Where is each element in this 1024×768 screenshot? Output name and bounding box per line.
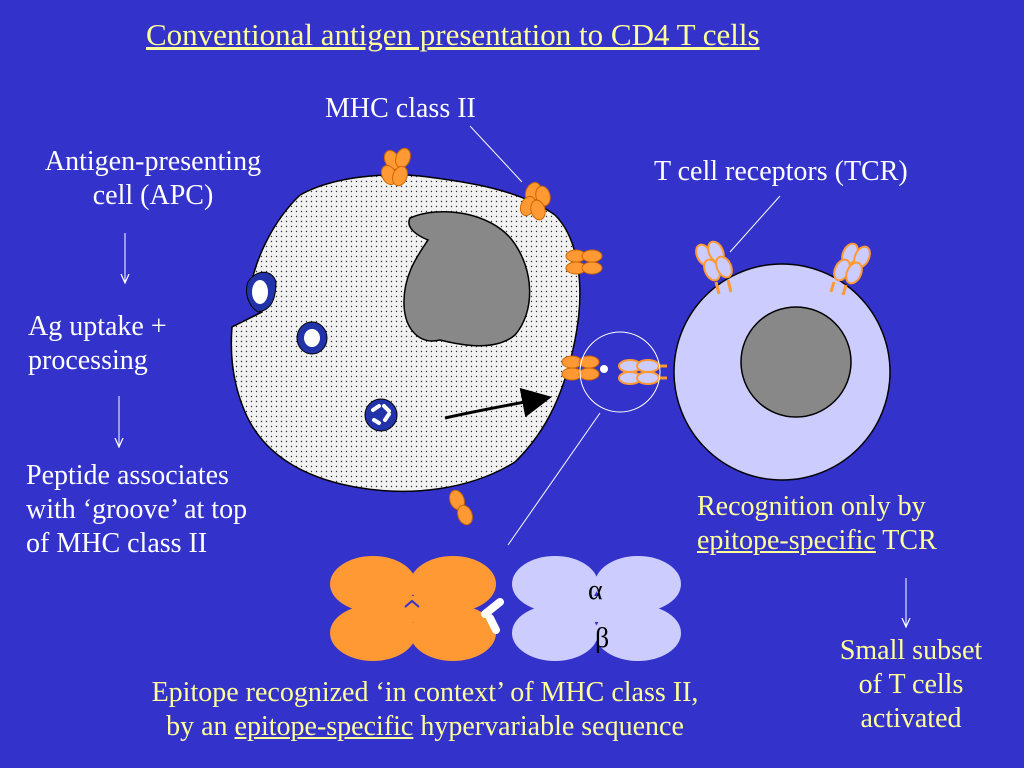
bottom-caption-line: Epitope recognized ‘in context’ of MHC c… <box>151 677 699 708</box>
peptide-fragments <box>371 404 391 425</box>
tcr-molecule <box>833 242 871 285</box>
tcr-stalk <box>659 364 667 380</box>
mhc-class-ii-label: MHC class II <box>325 93 476 124</box>
mhc-molecule <box>449 489 473 526</box>
apc-label-line: cell (APC) <box>92 180 214 211</box>
tcr-stalk <box>829 281 848 296</box>
mhc-molecule-with-peptide <box>561 355 600 381</box>
tcr-molecule-engaged <box>618 359 660 385</box>
apc-label: Antigen-presenting cell (APC) <box>6 145 300 213</box>
epitope-specific-term: epitope-specific <box>697 525 876 556</box>
peptide-enlarged <box>481 598 504 634</box>
peptide-label-line: Peptide associates <box>26 460 229 491</box>
tcr-enlarged <box>512 556 681 661</box>
apc-cell <box>230 174 581 493</box>
presented-peptide <box>600 365 608 373</box>
transport-arrow <box>444 387 552 420</box>
subset-label-line: activated <box>860 703 962 734</box>
zoom-connector <box>507 412 601 546</box>
uptake-vesicle-antigen <box>252 280 268 304</box>
tcr-label: T cell receptors (TCR) <box>654 156 908 187</box>
bottom-caption-text: hypervariable sequence <box>413 711 684 742</box>
peptide-label-line: with ‘groove’ at top <box>26 494 248 525</box>
tcr-molecule <box>695 240 733 282</box>
subset-label-line: Small subset <box>839 635 983 666</box>
alpha-chain-label: α <box>588 575 603 606</box>
recognition-label-line: Recognition only by <box>697 491 926 522</box>
epitope-specific-term: epitope-specific <box>234 711 414 742</box>
recognition-label: Recognition only by epitope-specific TCR <box>697 490 937 558</box>
mhc-enlarged <box>330 556 496 661</box>
uptake-label: Ag uptake + processing <box>28 310 167 378</box>
peptide-label: Peptide associates with ‘groove’ at top … <box>26 459 247 561</box>
recognition-label-line: epitope-specific TCR <box>697 524 937 558</box>
tcr-stalk <box>714 279 733 295</box>
peptide-label-line: of MHC class II <box>26 528 208 559</box>
tcr-callout-line <box>729 195 781 253</box>
mhc-groove <box>404 599 420 608</box>
mhc-callout-line <box>469 125 523 183</box>
mhc-molecule <box>380 147 411 187</box>
recognition-tcr-text: TCR <box>875 525 937 556</box>
uptake-label-line: Ag uptake + <box>28 311 167 342</box>
apc-label-line: Antigen-presenting <box>44 146 262 177</box>
bottom-caption-text: by an <box>166 711 235 742</box>
bottom-caption-line: by an epitope-specific hypervariable seq… <box>40 710 810 744</box>
zoom-circle <box>579 331 661 413</box>
beta-chain-label: β <box>595 623 610 654</box>
page-title: Conventional antigen presentation to CD4… <box>146 17 760 52</box>
mhc-molecule <box>519 181 551 221</box>
apc-nucleus <box>403 211 531 347</box>
uptake-label-line: processing <box>28 345 148 376</box>
bottom-caption: Epitope recognized ‘in context’ of MHC c… <box>40 676 810 744</box>
endosome-vesicle-core <box>304 329 320 347</box>
processing-vesicle <box>364 398 398 432</box>
subset-label: Small subset of T cells activated <box>806 634 1016 736</box>
mhc-molecule <box>565 249 603 275</box>
t-cell-nucleus <box>740 306 852 418</box>
subset-label-line: of T cells <box>858 669 964 700</box>
